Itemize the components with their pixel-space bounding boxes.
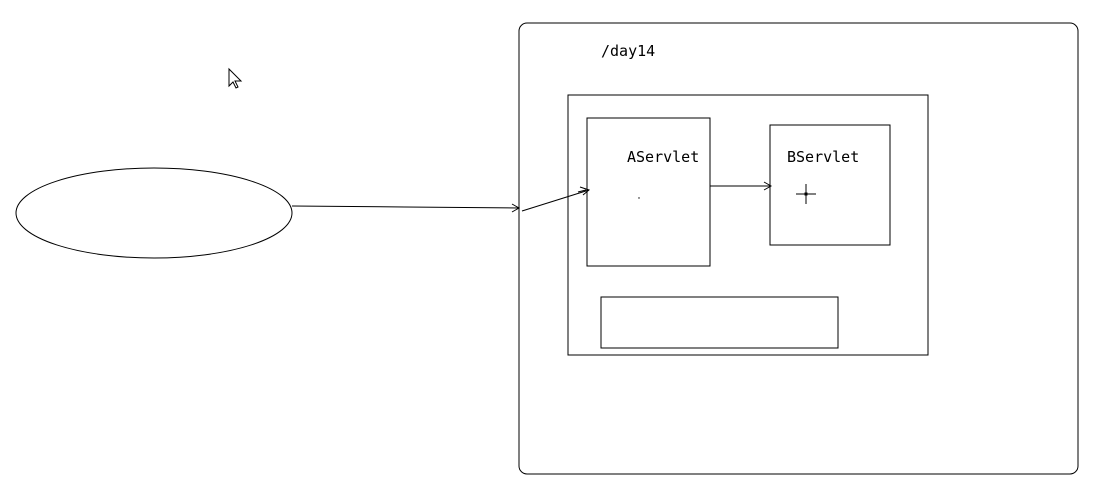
servlet-b-label: BServlet	[787, 148, 860, 166]
mouse-pointer-icon	[228, 67, 243, 89]
arrow-client-to-server	[291, 203, 521, 213]
empty-rect	[600, 296, 839, 349]
client-ellipse	[15, 167, 293, 259]
servlet-a-label: AServlet	[627, 148, 700, 166]
server-box	[518, 22, 1079, 475]
arrow-server-to-servlet-a	[521, 186, 591, 212]
app-context-label: /day14	[601, 42, 656, 60]
crosshair-cursor-icon	[796, 184, 816, 204]
webapp-box	[567, 94, 929, 356]
stray-dot	[638, 197, 640, 199]
servlet-a-box	[586, 117, 711, 267]
arrow-servlet-a-to-b	[710, 181, 773, 191]
servlet-b-box	[769, 124, 891, 246]
